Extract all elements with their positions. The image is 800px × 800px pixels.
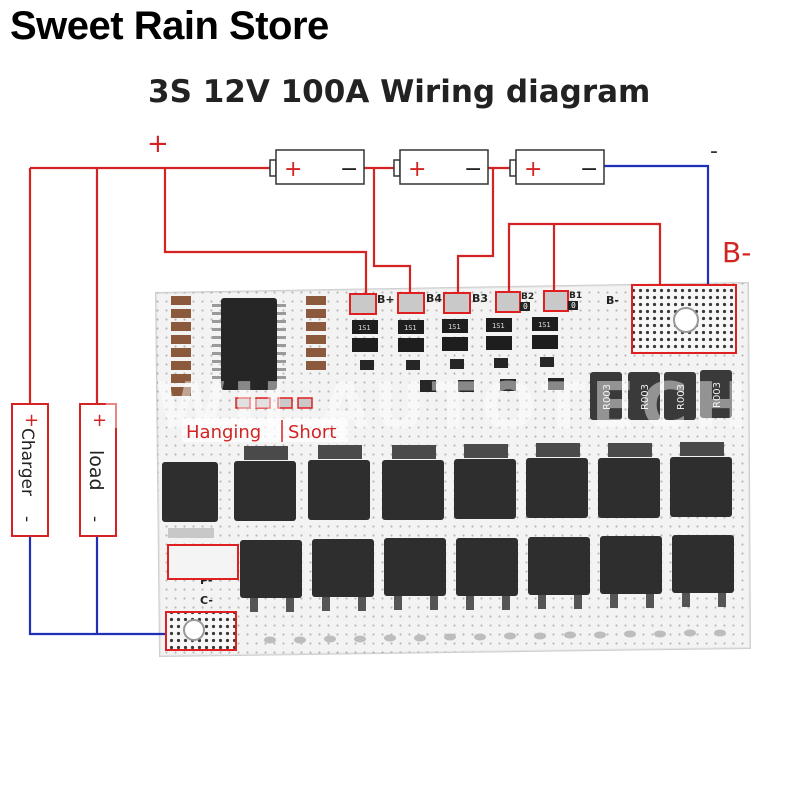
- watermark: KWH AUTOTECHNIC: [100, 370, 800, 444]
- pad-label-b-plus: B+: [377, 293, 395, 306]
- bus-bar: [168, 528, 214, 538]
- b2-b-minus-wire: [507, 222, 662, 294]
- p-minus-pad: [167, 544, 239, 580]
- battery-plus-label: +: [408, 157, 426, 182]
- left-resistor-array: [171, 296, 326, 396]
- charger-negative-wire: [28, 536, 166, 636]
- smd-label: 1S1: [358, 324, 371, 332]
- short-label: Short: [288, 422, 336, 443]
- load-minus-label: -: [85, 516, 105, 522]
- resistor-label: R003: [602, 384, 613, 410]
- zero-ohm-label: 0: [571, 301, 576, 310]
- load-label: load: [85, 450, 107, 491]
- load-plus-label: +: [92, 410, 107, 431]
- pad-label-b4: B4: [426, 292, 442, 305]
- zero-ohm-label: 0: [523, 302, 528, 311]
- smd-label: 1S1: [492, 322, 505, 330]
- edge-pads: [264, 629, 726, 644]
- charger-plus-label: +: [24, 410, 39, 431]
- b-minus-label: B-: [722, 236, 751, 269]
- pad-label-b-minus: B-: [606, 294, 619, 307]
- b3-wire: [456, 168, 495, 295]
- top-plus-label: +: [147, 129, 169, 159]
- mosfet-row-bottom: [240, 535, 734, 598]
- load-box: + load -: [79, 403, 117, 537]
- smd-label: 1S1: [448, 323, 461, 331]
- mosfet-row-top: [162, 457, 732, 522]
- battery-plus-label: +: [524, 157, 542, 182]
- pad-b1: [543, 290, 569, 312]
- pad-label-b3: B3: [472, 292, 488, 305]
- battery-2: + −: [393, 149, 489, 185]
- pad-label-b1: B1: [569, 291, 582, 301]
- smd-label: 1S1: [538, 321, 551, 329]
- top-minus-label: -: [710, 139, 718, 164]
- battery-minus-label: −: [464, 157, 482, 182]
- pad-label-b2: B2: [521, 292, 534, 302]
- b4-wire: [372, 168, 412, 295]
- battery-plus-label: +: [284, 157, 302, 182]
- resistor-label: R003: [640, 384, 651, 410]
- bplus-wire: [163, 168, 368, 295]
- smd-label: 1S1: [404, 324, 417, 332]
- battery-negative-wire: [604, 164, 710, 288]
- negative-wires: [28, 164, 710, 636]
- battery-1: + −: [269, 149, 365, 185]
- mosfet-legs: [250, 593, 726, 612]
- pad-label-c-minus: C-: [200, 594, 213, 607]
- store-title: Sweet Rain Store: [10, 4, 329, 48]
- pad-b-plus: [349, 293, 377, 315]
- bms-ic-chip: [212, 298, 286, 390]
- mosfet-grid: [162, 442, 734, 612]
- mosfet-tabs-top: [244, 442, 724, 460]
- smd-component-rows: 1S1 1S1 1S1 1S1 1S1: [352, 317, 564, 392]
- pad-b3: [443, 292, 471, 314]
- battery-minus-label: −: [340, 157, 358, 182]
- shunt-resistors: R003 R003 R003 R003: [590, 370, 732, 420]
- pad-b4: [397, 292, 425, 314]
- charger-box: + Charger -: [11, 403, 49, 537]
- positive-wires: [28, 166, 662, 404]
- b-minus-terminal: [631, 284, 737, 354]
- c-minus-terminal: [165, 611, 237, 651]
- charger-minus-label: -: [17, 516, 37, 522]
- resistor-label: R003: [712, 382, 723, 408]
- balance-pads: [349, 290, 569, 315]
- battery-3: + −: [509, 149, 605, 185]
- battery-minus-label: −: [580, 157, 598, 182]
- charger-label: Charger: [17, 428, 37, 496]
- hanging-label: Hanging: [186, 422, 261, 443]
- hanging-short-jumper: Hanging Short: [182, 397, 348, 443]
- resistor-label: R003: [676, 384, 687, 410]
- diagram-title: 3S 12V 100A Wiring diagram: [148, 74, 651, 110]
- pad-b2: [495, 291, 521, 313]
